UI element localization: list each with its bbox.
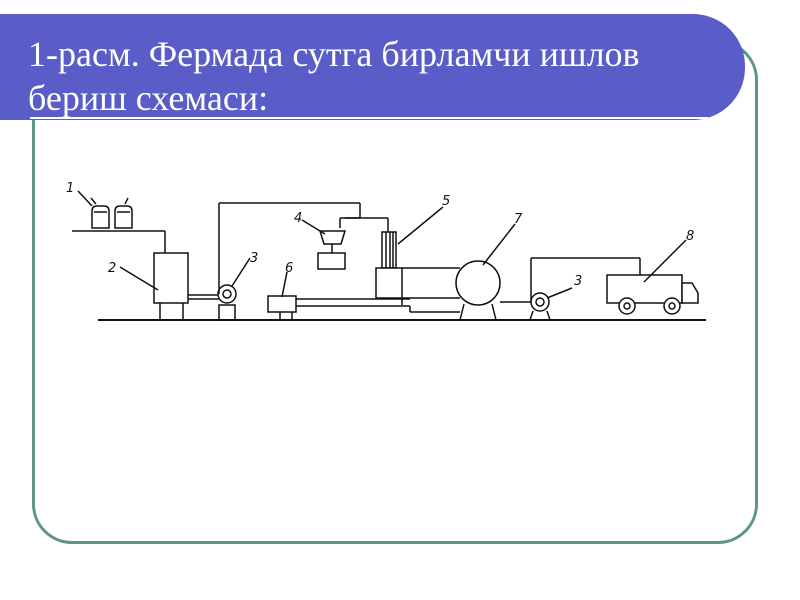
- label-1: 1: [66, 181, 74, 196]
- storage-tank: [455, 260, 533, 321]
- label-3-left: 3: [250, 251, 258, 266]
- label-8: 8: [686, 229, 694, 244]
- title-underline: [30, 117, 708, 119]
- leader-lines: [77, 190, 687, 299]
- label-4: 4: [294, 211, 302, 226]
- label-3-right: 3: [574, 274, 582, 289]
- separator: [317, 217, 389, 270]
- label-2: 2: [108, 261, 116, 276]
- plate-cooler: [375, 231, 460, 305]
- label-6: 6: [285, 261, 293, 276]
- milk-cans: [72, 197, 166, 253]
- label-7: 7: [514, 212, 523, 227]
- milk-truck: [606, 274, 699, 315]
- pump-left: [217, 202, 361, 321]
- pump-unit: [267, 295, 460, 320]
- title-banner: 1-расм. Фермада сутга бирламчи ишлов бер…: [0, 14, 745, 120]
- pump-right: [529, 257, 641, 321]
- slide-title: 1-расм. Фермада сутга бирламчи ишлов бер…: [28, 34, 640, 118]
- label-5: 5: [442, 194, 450, 209]
- reception-tank: [153, 252, 220, 320]
